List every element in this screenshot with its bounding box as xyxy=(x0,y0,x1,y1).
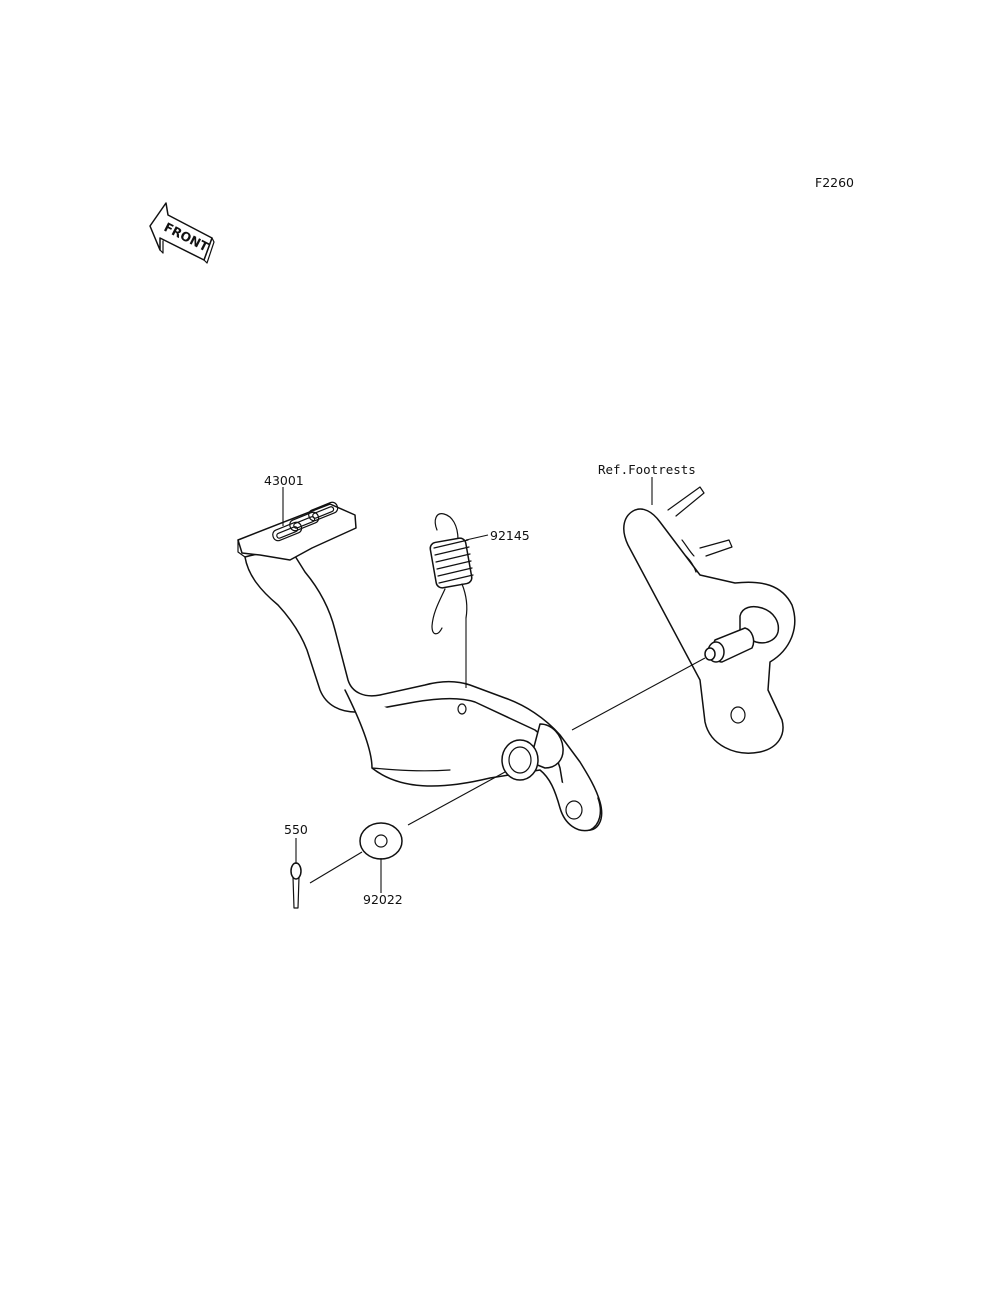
assembly-line-cotter-pin xyxy=(309,851,363,884)
assembly-line-pivot xyxy=(571,657,706,731)
front-arrow-icon: FRONT xyxy=(149,202,215,264)
washer xyxy=(359,822,403,860)
part-number-550: 550 xyxy=(284,822,308,837)
diagram-code: F2260 xyxy=(815,175,854,190)
part-number-92145: 92145 xyxy=(490,528,530,543)
part-number-43001: 43001 xyxy=(264,473,304,488)
cotter-pin xyxy=(290,862,302,909)
return-spring xyxy=(429,513,474,635)
part-number-92022: 92022 xyxy=(363,892,403,907)
assembly-line-washer xyxy=(407,771,506,826)
brake-pedal xyxy=(237,501,603,832)
spring-leader-right xyxy=(465,534,489,541)
footrest-bracket xyxy=(623,486,796,754)
ref-footrests-label: Ref.Footrests xyxy=(598,462,696,477)
